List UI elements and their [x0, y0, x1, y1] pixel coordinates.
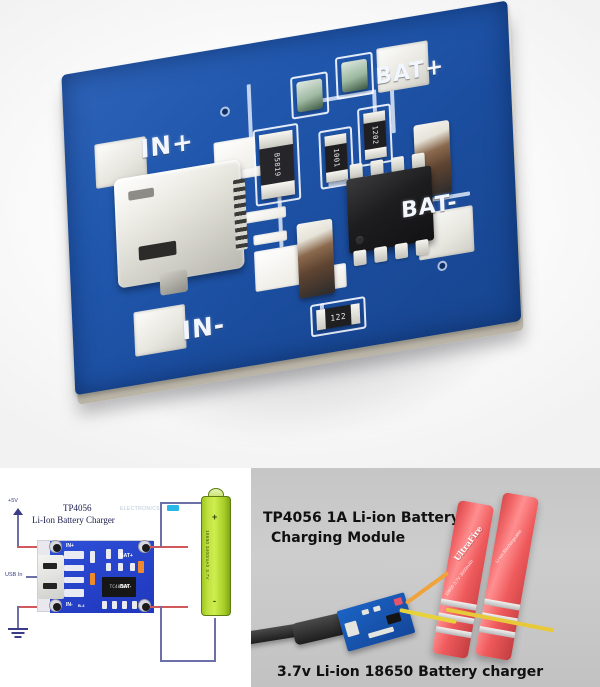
module-ic [385, 612, 402, 625]
component [90, 551, 95, 563]
panel-divider [249, 468, 251, 687]
battery-band [478, 626, 516, 639]
diagram-pad-in-minus [49, 599, 62, 612]
photo-background [249, 468, 600, 687]
wire [160, 660, 216, 662]
silk-label-in-plus: IN+ [139, 126, 195, 165]
diagram-title-model: TP4056 [63, 503, 92, 513]
module-component [361, 608, 370, 616]
via [439, 262, 446, 270]
module-usb-connector [38, 555, 64, 599]
diagram-title-desc: Li-Ion Battery Charger [32, 515, 115, 525]
usb-input-label: USB In [5, 572, 23, 578]
module-led [393, 597, 404, 607]
battery-spec-label: 18650 3400mAh 3.7V [205, 530, 210, 580]
battery-minus-sign: - [213, 596, 216, 606]
usb-slot [43, 563, 57, 569]
usb-mount-tab [159, 269, 189, 296]
chip-resistor: 1202 [363, 110, 387, 161]
module-usb [344, 620, 360, 638]
battery-band [483, 598, 521, 611]
battery-brand-label: UltraFire [451, 523, 485, 563]
supply-arrow-icon [13, 508, 23, 515]
supply-label: +5V [8, 498, 18, 504]
wire [26, 576, 40, 578]
copper-area [253, 244, 302, 293]
wire [150, 606, 188, 608]
diagram-label-bat-plus: BAT+ [120, 553, 133, 559]
wire [160, 502, 162, 547]
usb-shell-slot [128, 187, 155, 201]
module-pads [367, 626, 395, 639]
wire [214, 618, 216, 662]
component [118, 563, 123, 571]
micro-usb-connector [113, 158, 248, 296]
component [106, 549, 111, 559]
component [90, 573, 95, 585]
pcb-bottom-marking: B-4 [78, 603, 85, 608]
diagram-pad-in-plus [49, 540, 62, 553]
module-ic: TC4056A [102, 577, 136, 597]
usb-pins [232, 178, 248, 251]
diagram-label-bat-minus: BAT- [120, 584, 132, 590]
watermark-badge [167, 505, 179, 511]
usb-slot [43, 583, 57, 589]
diagram-label-in-minus: IN- [66, 602, 73, 608]
schottky-diode: B5819 [258, 129, 296, 200]
photo-title-line1: TP4056 1A Li-ion Battery [263, 510, 460, 526]
module-pcb: TC4056A B-4 [50, 541, 154, 613]
component [132, 601, 137, 609]
photo-title-line2: Charging Module [271, 530, 406, 546]
status-led-full [341, 58, 369, 94]
via [221, 108, 229, 116]
silk-label-in-minus: IN- [181, 309, 226, 346]
diagram-watermark: ELECTRONICS [120, 506, 160, 512]
bottom-panel: TP4056 Li-Ion Battery Charger ELECTRONIC… [0, 468, 600, 687]
wire [17, 606, 55, 608]
component [118, 549, 123, 559]
pad [64, 551, 84, 559]
battery-spec-1: 18650 3.7V 3000mAh [443, 558, 475, 597]
wire [160, 606, 162, 662]
chip-resistor: 1001 [324, 132, 349, 183]
wire [160, 502, 216, 504]
battery-spec-2: Li-ion Rechargeable [494, 528, 523, 564]
usb-shell-slot [138, 240, 177, 261]
diagram-battery [201, 496, 231, 616]
solder-pad-in-minus [133, 303, 187, 357]
component [130, 563, 135, 571]
battery-plus-sign: + [212, 512, 218, 522]
tantalum-capacitor [296, 218, 336, 299]
diagram-label-in-plus: IN+ [66, 543, 74, 549]
component [102, 601, 107, 609]
wiring-diagram: TP4056 Li-Ion Battery Charger ELECTRONIC… [0, 468, 249, 687]
pad [64, 589, 84, 597]
component [138, 561, 144, 573]
component [122, 601, 127, 609]
ic-pin1-dot [355, 235, 364, 245]
wire [17, 546, 55, 548]
wire [17, 515, 19, 547]
photo-caption: 3.7v Li-ion 18650 Battery charger [277, 664, 544, 680]
wire [150, 546, 188, 548]
wire [17, 606, 19, 628]
module-component [372, 605, 381, 613]
component [106, 563, 111, 571]
pad [64, 565, 84, 571]
trace [246, 84, 253, 140]
product-photo-panel: TP4056 1A Li-ion Battery Charging Module… [249, 468, 600, 687]
pad [64, 577, 84, 583]
hero-product-photo: B5819 1001 1202 [0, 0, 600, 468]
module-ic-marking: TC4056A [109, 584, 129, 590]
battery-band [435, 626, 472, 639]
status-led-charging [296, 78, 324, 113]
component [112, 601, 117, 609]
diagram-pad-bat-minus [138, 599, 151, 612]
